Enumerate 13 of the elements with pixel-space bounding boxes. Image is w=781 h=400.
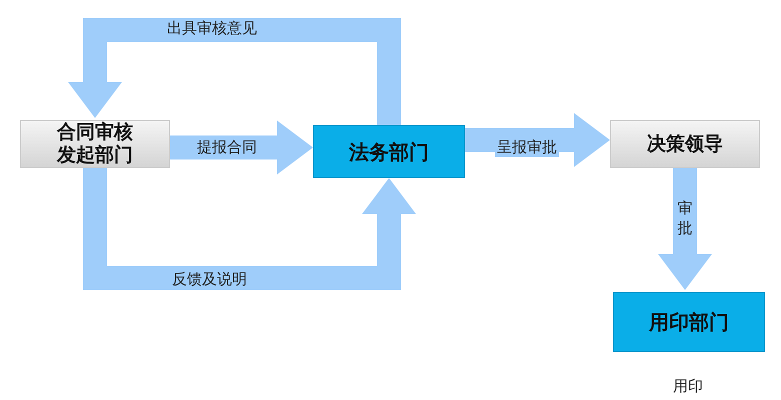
block-arrow [170,120,313,174]
process-box: 用印部门 [613,292,765,352]
block-arrow [658,168,712,290]
process-box: 决策领导 [610,120,760,168]
edge-label: 出具审核意见 [165,19,259,38]
block-arrow [68,18,401,125]
edge-label: 呈报审批 [495,138,559,157]
process-box: 法务部门 [313,125,465,178]
block-arrow [465,113,610,167]
caption-text: 用印 [673,377,703,396]
process-box: 合同审核发起部门 [20,120,170,168]
block-arrow [83,168,416,290]
edge-label: 反馈及说明 [170,270,249,289]
